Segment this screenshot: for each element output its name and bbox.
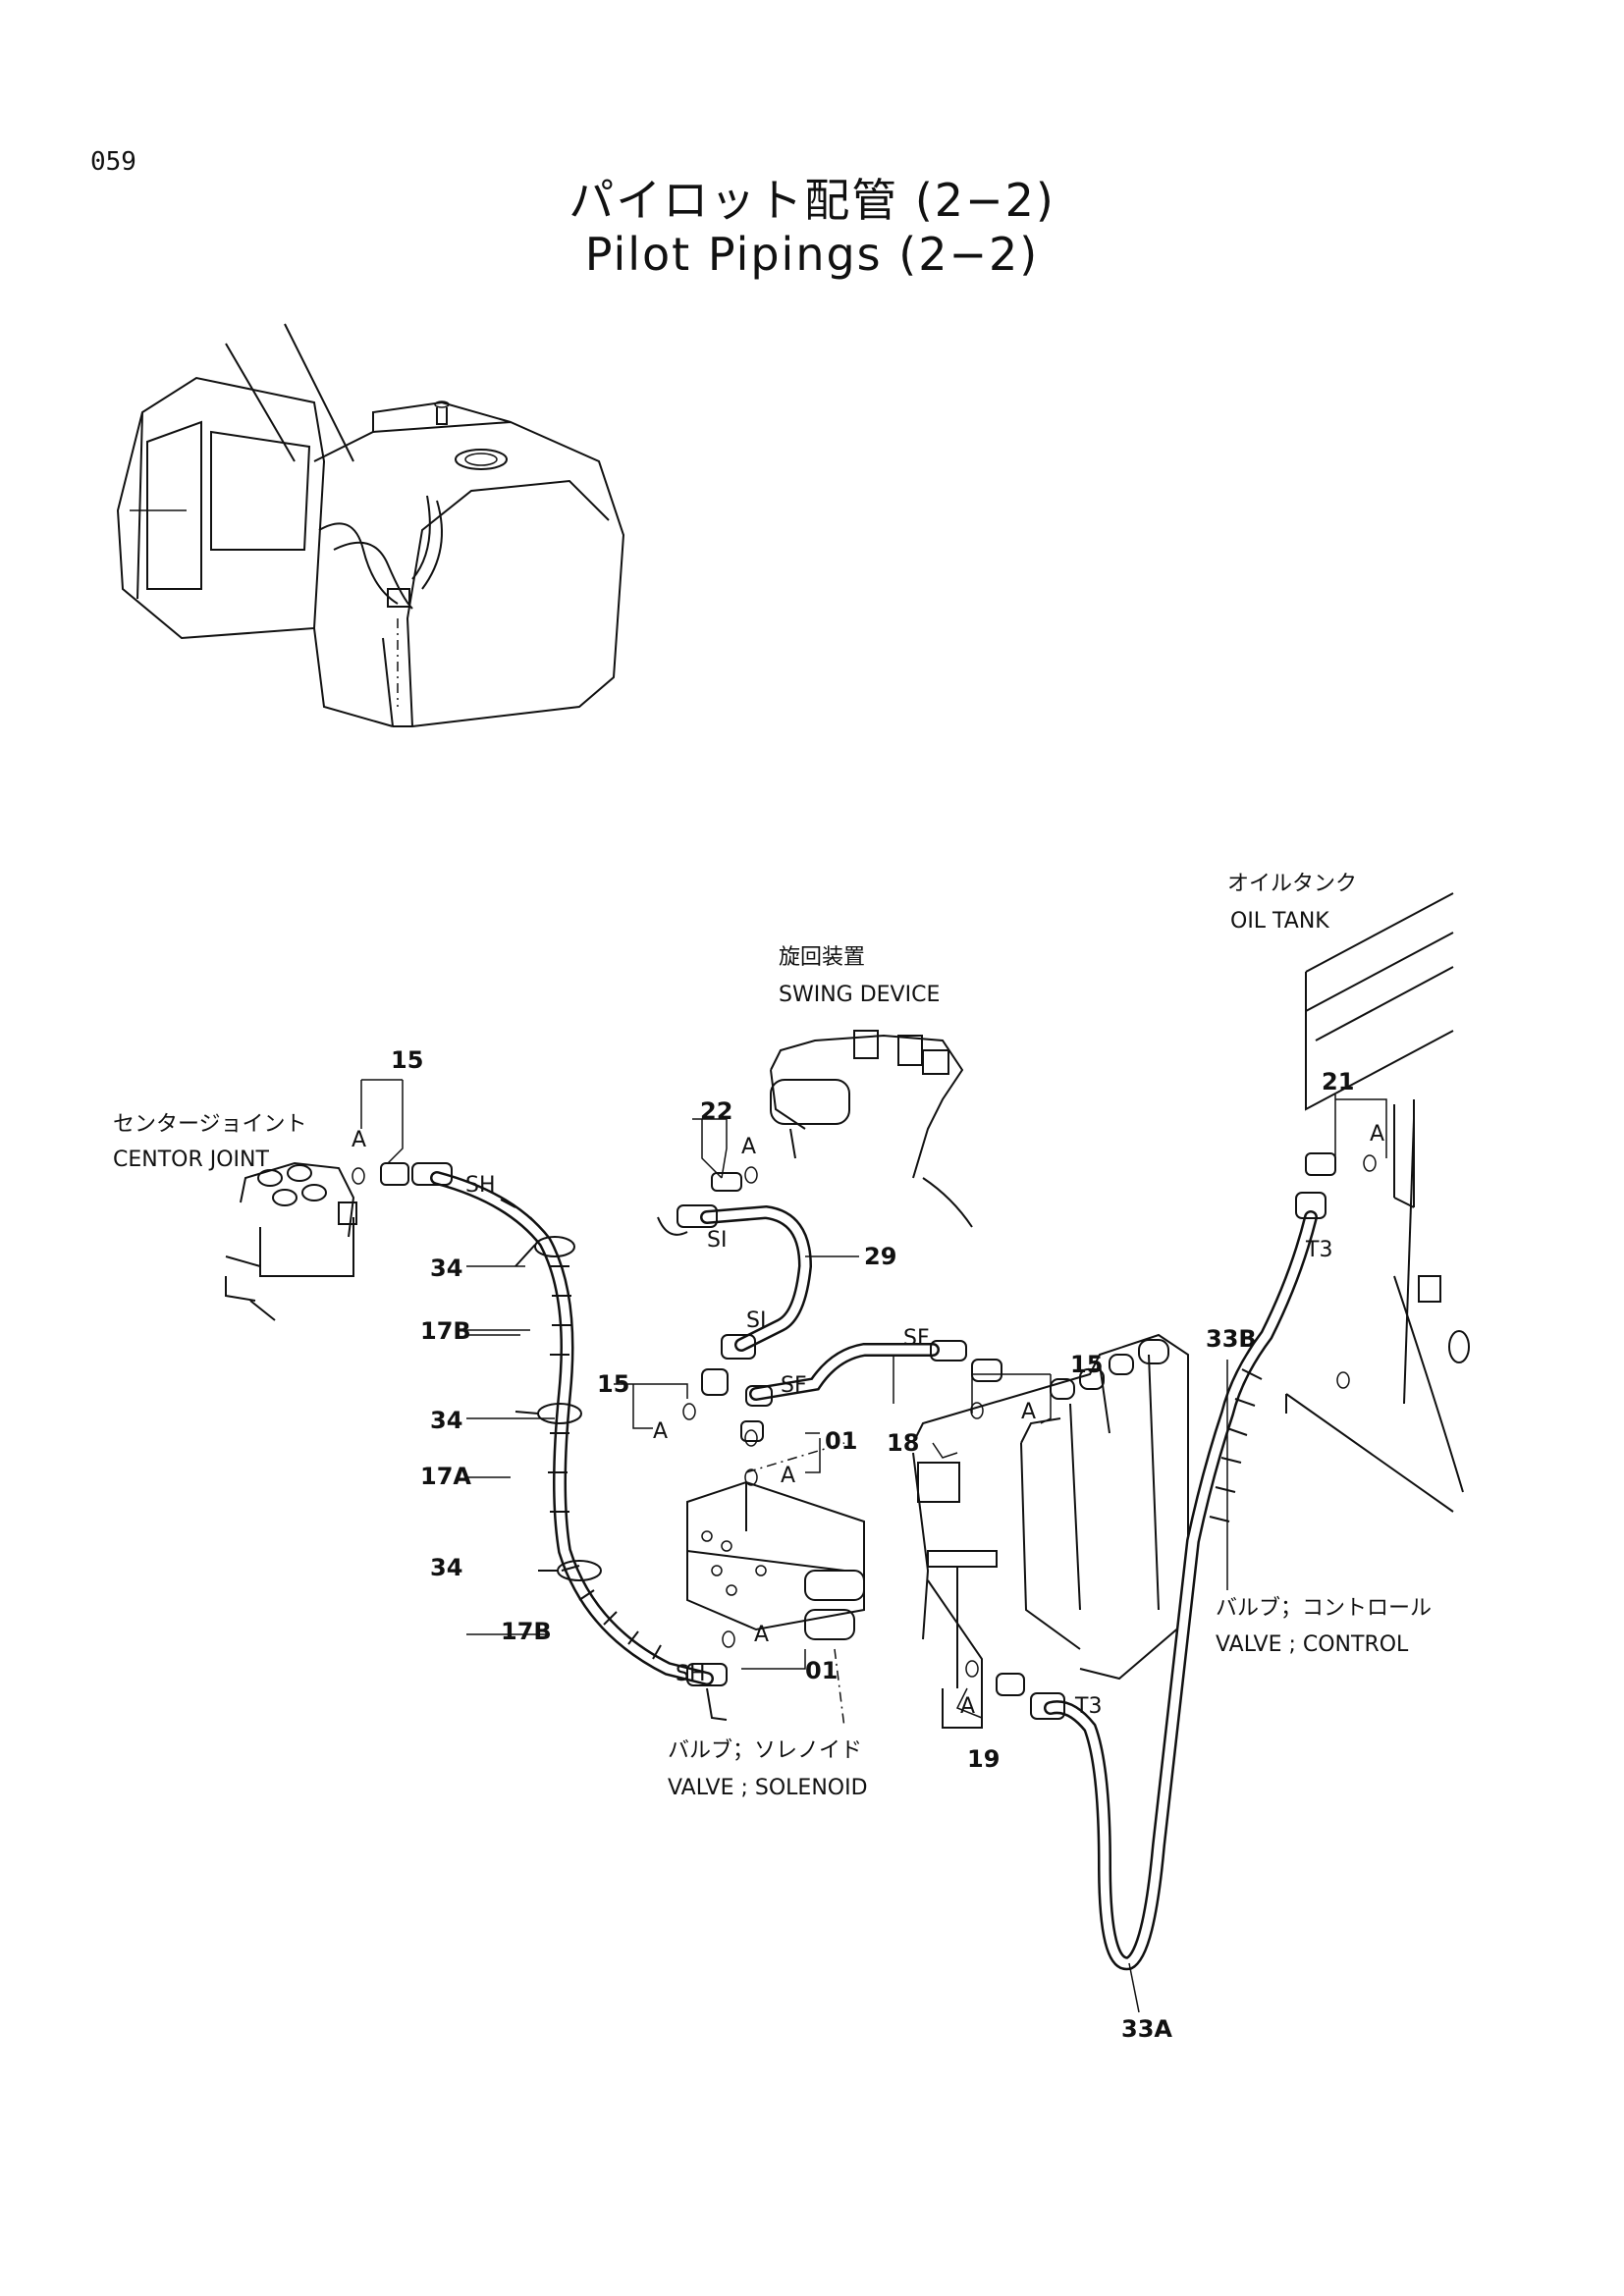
connection-label-t3-2: T3 <box>1074 1694 1102 1719</box>
part-number-18: 18 <box>887 1429 919 1457</box>
connection-labels: SH SH SI SI SF SF T3 T3 A A A A A A A A <box>352 1122 1384 1719</box>
part-number-labels: 15 22 21 29 34 17B 34 17A 34 17B 15 15 0… <box>391 1046 1354 2043</box>
connection-label-a-7: A <box>754 1623 769 1647</box>
part-number-34-a: 34 <box>430 1255 462 1282</box>
part-number-33b: 33B <box>1206 1325 1257 1353</box>
swing-device-label-ja: 旋回装置 <box>779 945 865 970</box>
center-joint-label-ja: センタージョイント <box>113 1112 307 1137</box>
fittings <box>352 1152 1377 1678</box>
hose-29 <box>657 1172 813 1360</box>
part-number-34-b: 34 <box>430 1407 462 1434</box>
connection-label-a-8: A <box>960 1694 975 1719</box>
page-title-japanese: パイロット配管 (2−2) <box>568 174 1056 227</box>
connection-label-sf-1: SF <box>781 1373 807 1398</box>
leader-lines <box>360 1079 1387 2013</box>
center-joint-drawing <box>225 1161 357 1321</box>
part-number-19: 19 <box>967 1745 1000 1773</box>
connection-label-a-4: A <box>653 1419 668 1444</box>
part-number-15-top: 15 <box>391 1046 423 1074</box>
hose-17-assembly <box>411 1162 728 1721</box>
page-number: 059 <box>90 147 136 177</box>
oil-tank-label-ja: オイルタンク <box>1227 872 1357 896</box>
part-number-29: 29 <box>864 1243 896 1270</box>
part-number-15-right: 15 <box>1070 1351 1103 1378</box>
part-number-17b-b: 17B <box>501 1618 552 1645</box>
page-title-english: Pilot Pipings (2−2) <box>584 228 1040 281</box>
connection-label-t3-1: T3 <box>1305 1238 1332 1262</box>
oil-tank-drawing <box>1285 892 1470 1513</box>
connection-label-a-5: A <box>781 1464 795 1488</box>
hose-18 <box>701 1340 1002 1407</box>
connection-label-sf-2: SF <box>903 1326 930 1351</box>
part-number-34-c: 34 <box>430 1554 462 1581</box>
control-valve-label-en: VALVE ; CONTROL <box>1216 1632 1409 1657</box>
connection-label-sh-2: SH <box>676 1662 706 1686</box>
control-valve-label-ja: バルブ；コントロール <box>1216 1596 1432 1621</box>
connection-label-sh-1: SH <box>465 1173 496 1198</box>
solenoid-valve-label-ja: バルブ；ソレノイド <box>668 1738 862 1763</box>
part-number-01-b: 01 <box>805 1657 838 1684</box>
part-number-17b-a: 17B <box>420 1317 471 1345</box>
part-number-21: 21 <box>1322 1068 1354 1095</box>
connection-label-si-1: SI <box>707 1228 727 1253</box>
center-joint-label-en: CENTOR JOINT <box>113 1148 270 1172</box>
component-labels: 旋回装置 SWING DEVICE オイルタンク OIL TANK センタージョ… <box>113 872 1432 1800</box>
part-number-01-a: 01 <box>825 1427 857 1455</box>
connection-label-a-6: A <box>1021 1400 1036 1424</box>
oil-tank-label-en: OIL TANK <box>1230 909 1329 934</box>
part-number-22: 22 <box>700 1097 732 1125</box>
part-number-15-left: 15 <box>597 1370 629 1398</box>
connection-label-a-1: A <box>352 1128 366 1152</box>
solenoid-valve-label-en: VALVE ; SOLENOID <box>668 1776 868 1800</box>
swing-device-drawing <box>770 1030 973 1228</box>
connection-label-si-2: SI <box>746 1308 766 1333</box>
connection-label-a-3: A <box>1370 1122 1384 1147</box>
excavator-overview-illustration <box>116 323 625 727</box>
swing-device-label-en: SWING DEVICE <box>779 983 940 1007</box>
connection-label-a-2: A <box>741 1135 756 1159</box>
part-number-33a: 33A <box>1121 2015 1172 2043</box>
part-number-17a: 17A <box>420 1463 471 1490</box>
hose-33 <box>996 1192 1326 1971</box>
